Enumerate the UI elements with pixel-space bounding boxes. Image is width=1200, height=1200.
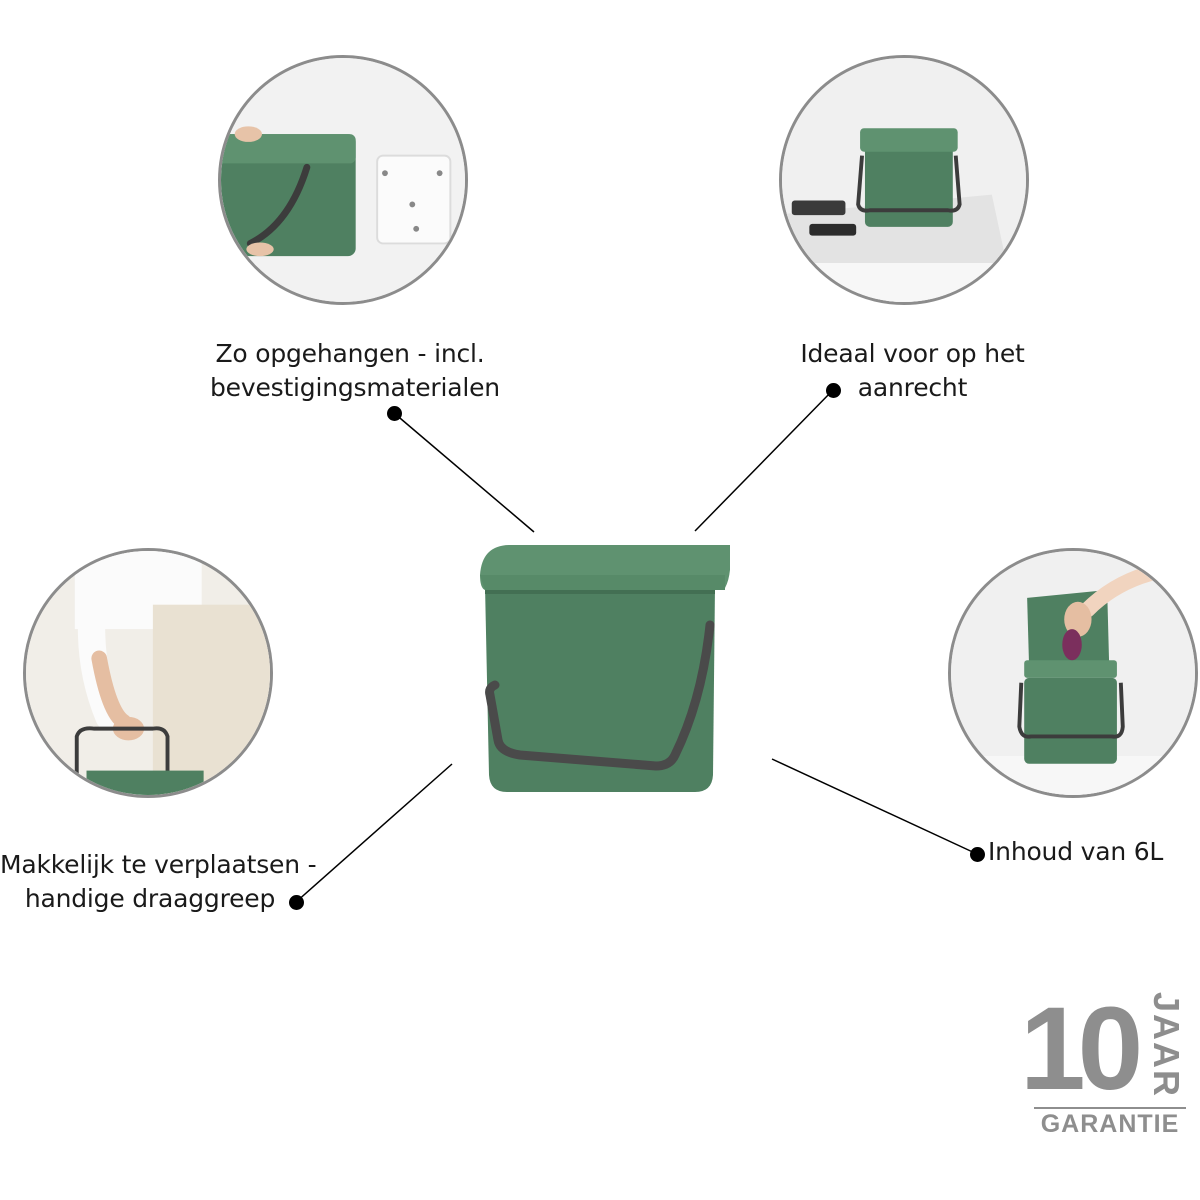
connector-wall-mount: [393, 412, 535, 533]
carry-photo: [23, 548, 273, 798]
countertop-label: Ideaal voor op het aanrecht: [775, 337, 1050, 405]
warranty-label: GARANTIE: [1040, 1110, 1180, 1138]
carry-dot: [288, 894, 304, 910]
product-image: [480, 545, 730, 792]
countertop-label-line-1: Ideaal voor op het: [800, 339, 1025, 368]
carry-label-line-1: Makkelijk te verplaatsen -: [0, 850, 317, 879]
warranty-unit: JAAR: [1146, 992, 1187, 1099]
connector-carry: [295, 763, 453, 903]
countertop-photo: [779, 55, 1029, 305]
capacity-label-line-1: Inhoud van 6L: [988, 837, 1164, 866]
warranty-badge: 10 JAAR GARANTIE: [1020, 990, 1192, 1150]
wall-mount-photo: [218, 55, 468, 305]
wall-mount-label-line-2: bevestigingsmaterialen: [210, 373, 500, 402]
countertop-dot: [825, 382, 841, 398]
wall-mount-label-line-1: Zo opgehangen - incl.: [215, 339, 485, 368]
wall-mount-label: Zo opgehangen - incl. bevestigingsmateri…: [210, 337, 500, 405]
wall-mount-dot: [386, 405, 402, 421]
countertop-label-line-2: aanrecht: [857, 373, 968, 402]
connector-capacity: [771, 758, 978, 855]
warranty-years: 10: [1020, 983, 1143, 1115]
capacity-dot: [969, 846, 985, 862]
capacity-label: Inhoud van 6L: [988, 835, 1168, 869]
warranty-divider: [1034, 1107, 1186, 1109]
capacity-photo: [948, 548, 1198, 798]
carry-label-line-2: handige draaggreep: [24, 884, 276, 913]
carry-label: Makkelijk te verplaatsen - handige draag…: [0, 848, 317, 916]
connector-countertop: [694, 389, 834, 532]
